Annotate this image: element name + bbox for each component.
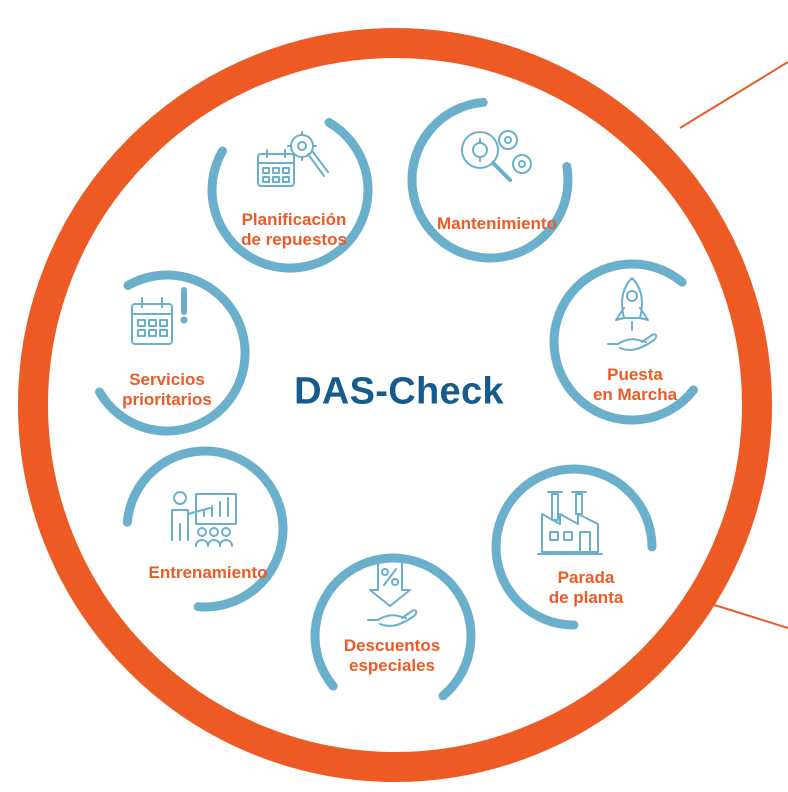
node-arc-puesta xyxy=(549,259,698,425)
factory-icon xyxy=(537,491,603,555)
node-label-line: prioritarios xyxy=(122,390,212,409)
node-label-line: de repuestos xyxy=(241,230,347,249)
node-arc-planificacion xyxy=(207,118,373,273)
magnifier-gears-icon xyxy=(461,130,532,182)
discount-hand-icon xyxy=(367,559,418,627)
node-arc-mantenimiento xyxy=(407,97,573,263)
node-label-line: Planificación xyxy=(241,210,347,229)
node-arc-entrenamiento xyxy=(122,446,288,612)
node-label-entrenamiento: Entrenamiento xyxy=(148,563,267,583)
node-label-servicios: Servicios prioritarios xyxy=(122,370,212,410)
node-label-planificacion: Planificación de repuestos xyxy=(241,210,347,250)
node-label-line: en Marcha xyxy=(592,385,678,404)
node-label-puesta: Puesta en Marcha xyxy=(593,365,677,405)
node-arc-servicios xyxy=(95,270,250,436)
calendar-gear-wrench-icon xyxy=(257,131,329,187)
node-label-line: Parada xyxy=(557,568,615,587)
node-arc-parada xyxy=(491,464,657,630)
node-label-line: Servicios xyxy=(129,370,205,389)
presentation-icon xyxy=(171,491,237,547)
node-arc-descuentos xyxy=(310,553,476,701)
node-label-line: especiales xyxy=(348,656,435,675)
outer-ring xyxy=(18,28,772,782)
connector-line-top xyxy=(679,61,788,129)
node-label-descuentos: Descuentos especiales xyxy=(344,636,440,676)
rocket-hand-icon xyxy=(607,277,658,351)
node-label-mantenimiento: Mantenimiento xyxy=(437,214,557,234)
node-label-line: Puesta xyxy=(607,365,663,384)
node-label-line: de planta xyxy=(548,588,624,607)
calendar-alert-icon xyxy=(131,287,188,345)
diagram-title: DAS-Check xyxy=(294,370,504,413)
node-label-line: Descuentos xyxy=(343,636,441,655)
node-label-line: Mantenimiento xyxy=(437,214,557,233)
node-label-line: Entrenamiento xyxy=(148,563,268,582)
node-label-parada: Parada de planta xyxy=(549,568,624,608)
